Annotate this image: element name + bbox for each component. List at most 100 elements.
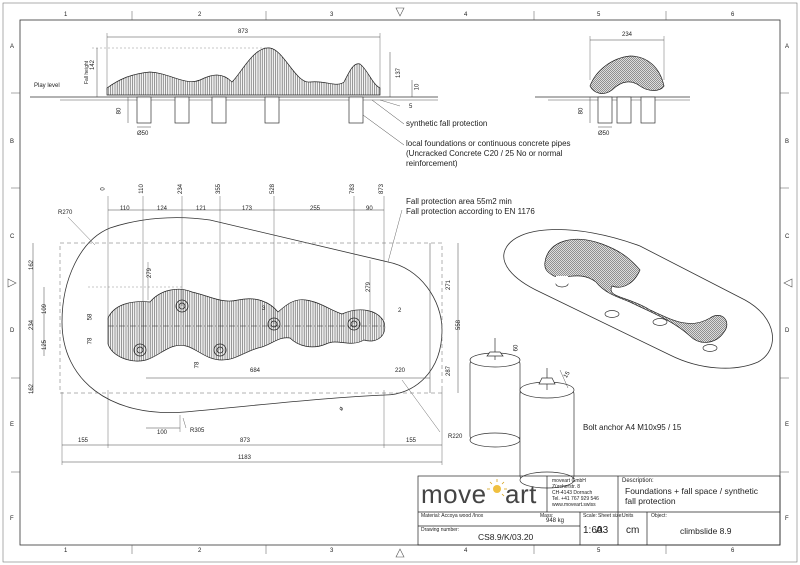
drawing-number-label: Drawing number: — [421, 527, 460, 533]
row-label-c: C — [10, 234, 15, 240]
moveart-logo — [487, 479, 507, 497]
note-foundations-1: local foundations or continuous concrete… — [406, 139, 571, 148]
dim-ground-offset: 5 — [409, 104, 413, 110]
note-foundations-2: (Uncracked Concrete C20 / 25 No or norma… — [406, 149, 563, 158]
grid-ticks — [11, 11, 789, 554]
row-label-f-right: F — [785, 516, 789, 522]
units-value: cm — [626, 525, 640, 536]
note-bolt: Bolt anchor A4 M10x95 / 15 — [583, 423, 682, 432]
mass-value: 948 kg — [546, 518, 565, 524]
seg-173: 173 — [242, 206, 253, 212]
side-elevation — [535, 36, 690, 128]
right-dim-287: 287 — [446, 365, 453, 377]
side-pile-3 — [640, 96, 656, 124]
pile-1 — [136, 96, 152, 124]
company-name: moveart GmbH — [552, 478, 586, 484]
units-label: Units — [622, 513, 634, 519]
pile-3 — [211, 96, 227, 124]
bottom-dim-873: 873 — [240, 438, 251, 444]
note-foundations-3: reinforcement) — [406, 159, 458, 168]
note-fall-area: Fall protection area 55m2 min — [406, 197, 512, 206]
left-dim-58: 58 — [87, 313, 94, 321]
center-mark-top — [395, 7, 405, 17]
center-mark-bottom — [395, 548, 405, 558]
brand-art: art — [505, 479, 537, 509]
right-dim-271: 271 — [446, 279, 453, 291]
seg-110: 110 — [120, 206, 130, 212]
sheet-size-label: Sheet size: — [598, 513, 623, 519]
dim-220: 220 — [395, 368, 406, 374]
elevation-body — [106, 47, 381, 96]
dim-pile-depth: 80 — [116, 107, 123, 115]
dim-height-right: 137 — [396, 67, 403, 79]
isometric-view — [503, 229, 773, 369]
side-pile-1 — [597, 96, 613, 124]
center-mark-left — [7, 278, 17, 288]
row-label-d-right: D — [785, 328, 790, 334]
col-label-2-bottom: 2 — [198, 548, 202, 554]
brand-move: move — [421, 479, 487, 509]
row-label-d: D — [10, 328, 15, 334]
dim-side-pile-depth: 80 — [578, 107, 585, 115]
description-label: Description: — [622, 478, 654, 484]
iso-fall-area — [503, 229, 773, 369]
title-block-lines — [417, 475, 781, 546]
plan-pile-1 — [133, 343, 147, 357]
tick-873: 873 — [379, 183, 386, 195]
pile-2 — [174, 96, 190, 124]
row-label-a: A — [10, 44, 15, 50]
iso-structure — [544, 238, 728, 343]
tick-234: 234 — [178, 183, 185, 195]
col-label-4-bottom: 4 — [464, 548, 468, 554]
plan-view — [32, 196, 459, 465]
tick-110: 110 — [138, 184, 145, 194]
dim-side-width: 234 — [622, 32, 633, 38]
material-label: Material: Accoya wood /Inox — [421, 513, 484, 519]
plan-structure — [107, 288, 386, 362]
company-phone: Tel. +41 767 929 546 — [552, 496, 599, 502]
bottom-dim-1183: 1183 — [238, 455, 251, 461]
row-label-f: F — [10, 516, 14, 522]
bottom-dim-155-right: 155 — [406, 438, 417, 444]
scale-value: 1:60 — [583, 525, 603, 536]
row-label-e-right: E — [785, 422, 790, 428]
description-line-2: fall protection — [625, 496, 676, 506]
dim-fall-height: 142 — [90, 59, 97, 71]
left-dim-162-bottom: 162 — [29, 383, 36, 395]
left-dim-162-top: 162 — [29, 259, 36, 271]
side-pile-2 — [616, 96, 632, 124]
sheet-size-value: A3 — [596, 525, 609, 536]
seg-90: 90 — [366, 206, 373, 212]
front-elevation — [30, 33, 438, 146]
tick-355: 355 — [216, 183, 223, 195]
object-label: Object: — [651, 513, 667, 519]
radius-top: R270 — [58, 210, 73, 216]
fall-height-label: Fall height — [84, 60, 91, 85]
right-dim-558: 558 — [456, 319, 463, 331]
col-label-3-bottom: 3 — [330, 548, 334, 554]
left-dim-234: 234 — [29, 319, 36, 331]
inner-frame — [19, 19, 781, 546]
seg-255: 255 — [310, 206, 321, 212]
seg-124: 124 — [157, 206, 168, 212]
dim-100: 100 — [157, 430, 168, 436]
col-label-4: 4 — [464, 12, 468, 18]
company-street: Zürcherstr. 8 — [552, 484, 581, 490]
scale-label: Scale: — [583, 513, 597, 519]
dim-height-small: 10 — [414, 83, 421, 91]
radius-bottom-left: R305 — [190, 428, 205, 434]
pile-4 — [264, 96, 280, 124]
drawing-number-value: CS8.9/K/03.20 — [478, 532, 534, 542]
pile-5 — [348, 96, 364, 124]
description-line-1: Foundations + fall space / synthetic — [625, 486, 759, 496]
seg-121: 121 — [196, 206, 207, 212]
tick-783: 783 — [350, 183, 357, 195]
dim-side-pile-diameter: Ø50 — [598, 131, 610, 137]
row-label-c-right: C — [785, 234, 790, 240]
row-label-b: B — [10, 139, 15, 145]
company-city: CH-4143 Dornach — [552, 490, 593, 496]
radius-bottom-right: R220 — [448, 434, 463, 440]
company-web: www.moveart.swiss — [552, 502, 596, 508]
row-label-e: E — [10, 422, 15, 428]
